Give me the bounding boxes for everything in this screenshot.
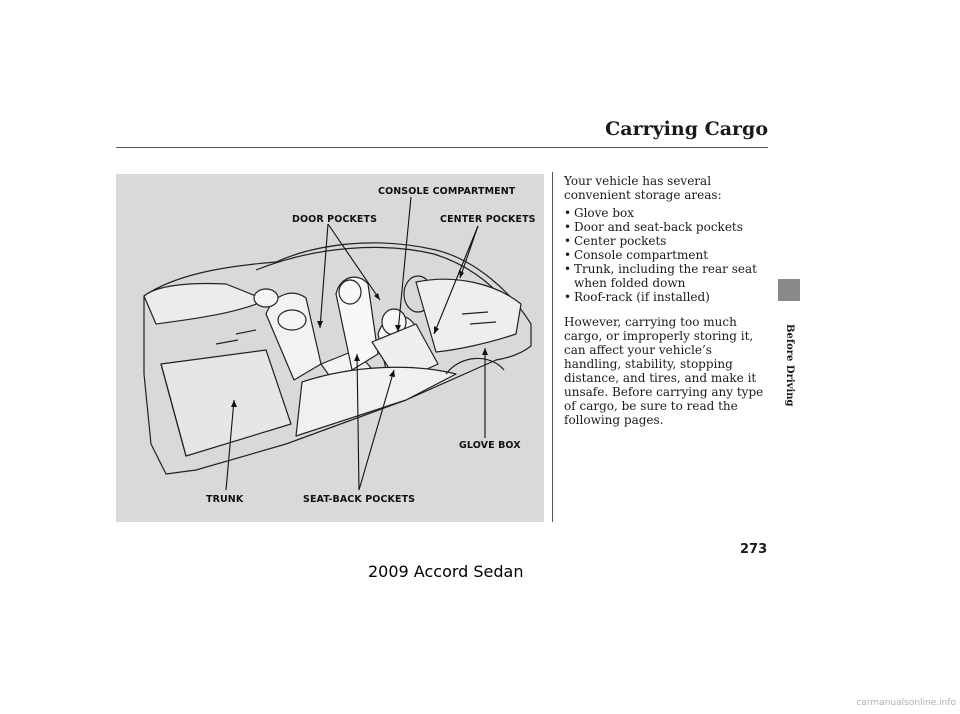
section-title: Carrying Cargo — [605, 118, 768, 140]
rear-headrest — [253, 288, 279, 308]
callout-console-compartment: CONSOLE COMPARTMENT — [378, 186, 516, 197]
arrowhead — [374, 293, 380, 300]
leader-trunk — [225, 399, 235, 491]
callout-seat-back-pockets: SEAT-BACK POCKETS — [303, 494, 416, 505]
arrowhead — [395, 325, 401, 332]
arrowhead — [434, 326, 439, 334]
list-item: Console compartment — [564, 248, 769, 262]
leader-seatback-1 — [356, 353, 360, 491]
intro-paragraph: Your vehicle has several convenient stor… — [564, 174, 722, 202]
front-headrest — [338, 279, 362, 305]
cargo-storage-illustration: CONSOLE COMPARTMENT DOOR POCKETS CENTER … — [116, 174, 544, 522]
column-rule — [552, 172, 553, 522]
leader-center-2 — [459, 225, 479, 279]
watermark: carmanualsonline.info — [856, 698, 956, 708]
section-tab — [778, 279, 800, 301]
wheel-arc — [445, 357, 505, 375]
leader-center-1 — [433, 225, 479, 335]
header-rule — [116, 147, 768, 148]
storage-list: Glove box Door and seat-back pockets Cen… — [564, 206, 769, 304]
dashboard — [415, 278, 522, 353]
callout-door-pockets: DOOR POCKETS — [292, 214, 378, 225]
page-number: 273 — [740, 542, 768, 557]
body-text: Your vehicle has several convenient stor… — [564, 174, 769, 427]
list-item: Glove box — [564, 206, 769, 220]
car-roof-line — [255, 246, 509, 305]
arrowhead — [317, 321, 323, 328]
callout-center-pockets: CENTER POCKETS — [440, 214, 536, 225]
leader-door-2 — [327, 223, 381, 301]
arrowhead — [354, 354, 360, 361]
arrowhead — [482, 348, 488, 355]
arrowhead — [389, 370, 395, 377]
rear-seat — [265, 292, 322, 381]
list-item: Roof-rack (if installed) — [564, 290, 769, 304]
list-item: Door and seat-back pockets — [564, 220, 769, 234]
car-cutaway-drawing — [143, 196, 532, 491]
leader-door-1 — [319, 223, 329, 329]
door-panel — [295, 366, 457, 437]
warning-paragraph: However, carrying too much cargo, or imp… — [564, 315, 764, 427]
rear-headrest — [277, 309, 307, 331]
list-item: Trunk, including the rear seat when fold… — [564, 262, 769, 290]
car-body-outline — [143, 242, 532, 475]
footer-model-label: 2009 Accord Sedan — [368, 562, 524, 581]
callout-glove-box: GLOVE BOX — [459, 440, 521, 451]
leader-seatback-2 — [358, 369, 395, 491]
arrowhead — [231, 400, 237, 407]
list-item: Center pockets — [564, 234, 769, 248]
callout-trunk: TRUNK — [206, 494, 244, 505]
trunk-floor — [160, 349, 292, 457]
section-side-label: Before Driving — [784, 324, 795, 407]
arrowhead — [459, 270, 464, 278]
leader-console — [397, 196, 412, 333]
trunk-lid — [143, 282, 267, 325]
